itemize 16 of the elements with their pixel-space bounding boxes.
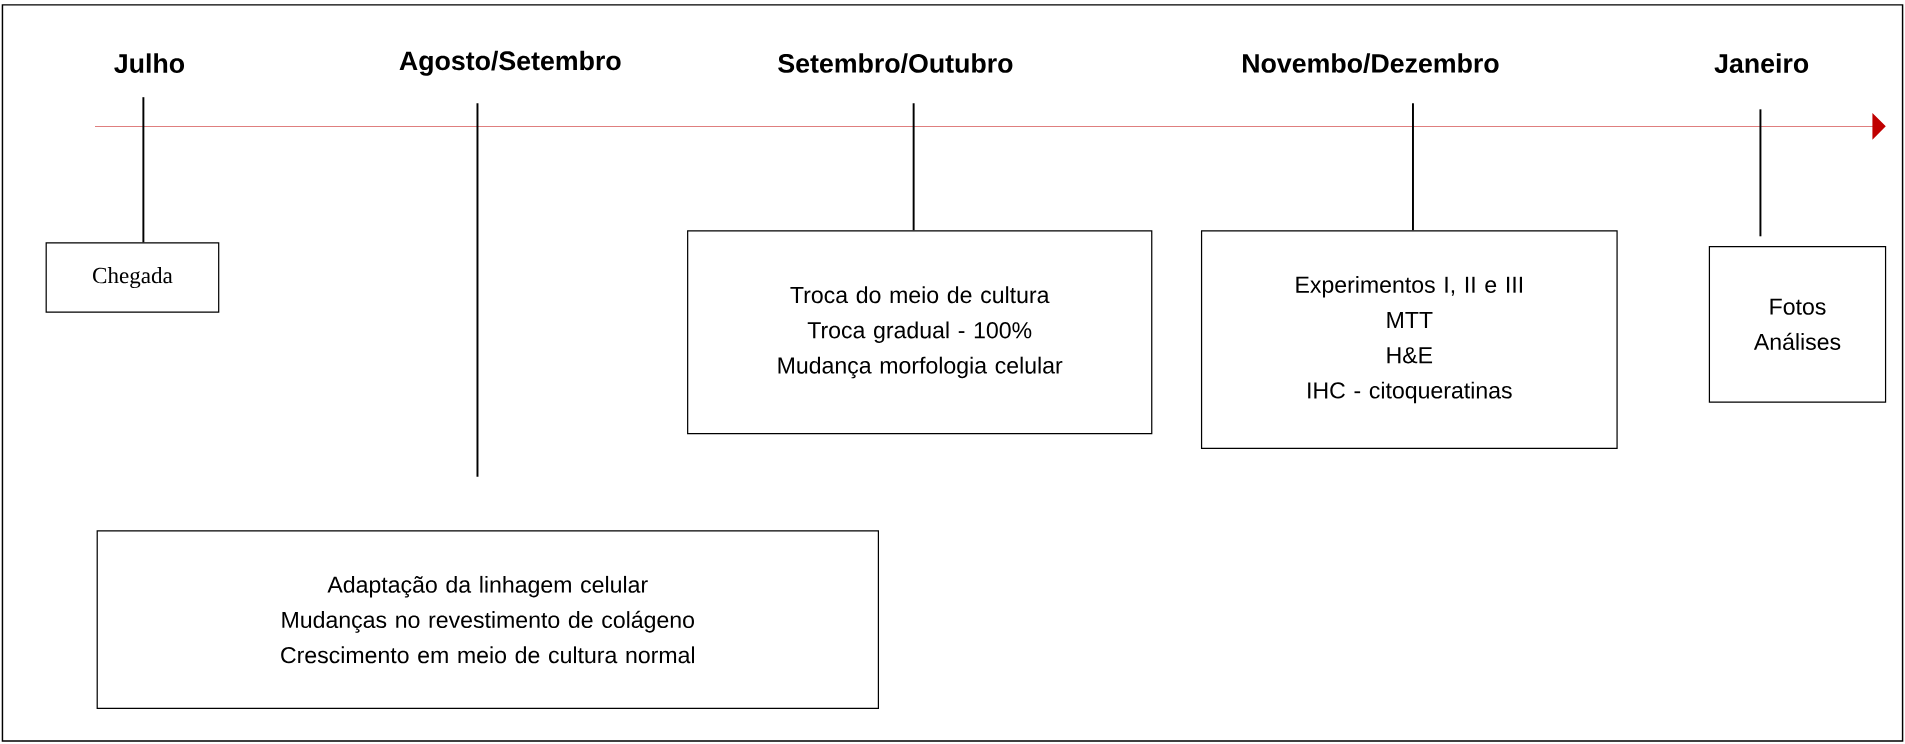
connector-line — [142, 96, 145, 244]
text-box: Experimentos I, II e III MTT H&E IHC - citoqueratinas — [1200, 230, 1618, 450]
text-box: Troca do meio de cultura Troca gradual - 100% Mudança morfologia celular — [687, 230, 1153, 435]
month-label: Agosto/Setembro — [399, 50, 621, 76]
month-label: Julho — [114, 53, 185, 74]
connector-line — [1759, 108, 1762, 238]
month-label: Setembro/Outubro — [778, 53, 1013, 74]
timeline-arrow — [95, 113, 1886, 140]
connector-line — [912, 102, 915, 232]
text-box: Adaptação da linhagem celular Mudanças no revestimento de colágeno Crescimento em meio de cultura normal — [96, 530, 879, 710]
connector-line — [1412, 102, 1414, 232]
month-label: Janeiro — [1714, 53, 1809, 74]
connector-line — [476, 102, 479, 479]
month-label: Novembo/Dezembro — [1243, 53, 1499, 74]
text-box: Fotos Análises — [1708, 246, 1887, 403]
text-box: Chegada — [45, 242, 220, 314]
